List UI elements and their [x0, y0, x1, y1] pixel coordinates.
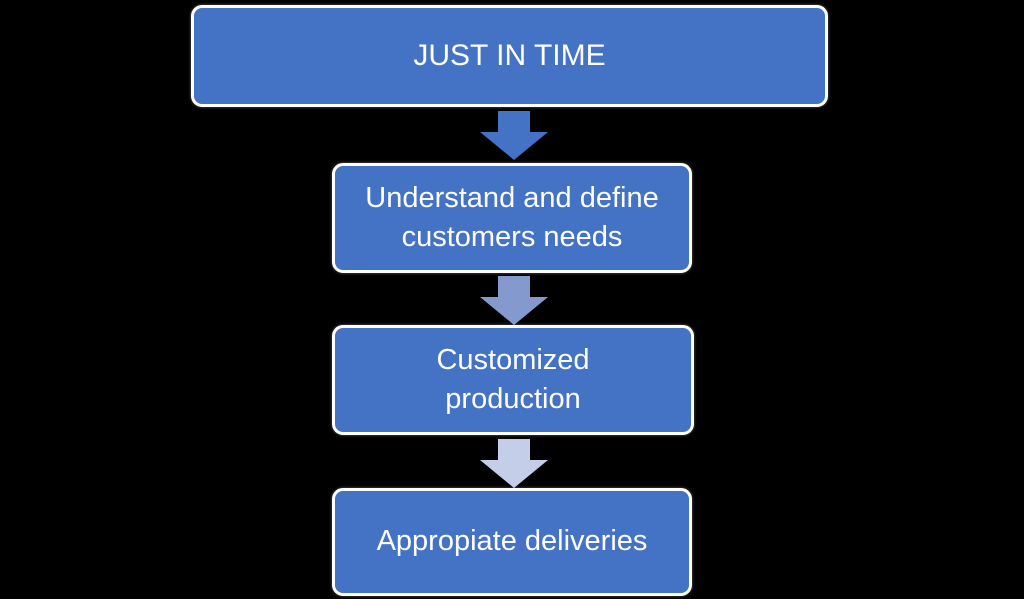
node-label: Appropiate deliveries	[376, 525, 648, 558]
node-label: Understand and define customers needs	[365, 181, 659, 253]
flowchart-node-appropriate-deliveries: Appropiate deliveries	[332, 488, 692, 596]
down-arrow-icon	[480, 439, 548, 488]
down-arrow-shape	[480, 111, 548, 160]
down-arrow-shape	[480, 276, 548, 325]
down-arrow-icon	[480, 111, 548, 160]
flowchart-node-customized-production: Customized production	[332, 325, 694, 435]
flowchart-node-just-in-time: JUST IN TIME	[191, 5, 828, 107]
down-arrow-icon	[480, 276, 548, 325]
node-label: Customized production	[436, 343, 590, 415]
flowchart-node-customer-needs: Understand and define customers needs	[332, 163, 692, 273]
node-label: JUST IN TIME	[413, 38, 606, 72]
down-arrow-shape	[480, 439, 548, 488]
